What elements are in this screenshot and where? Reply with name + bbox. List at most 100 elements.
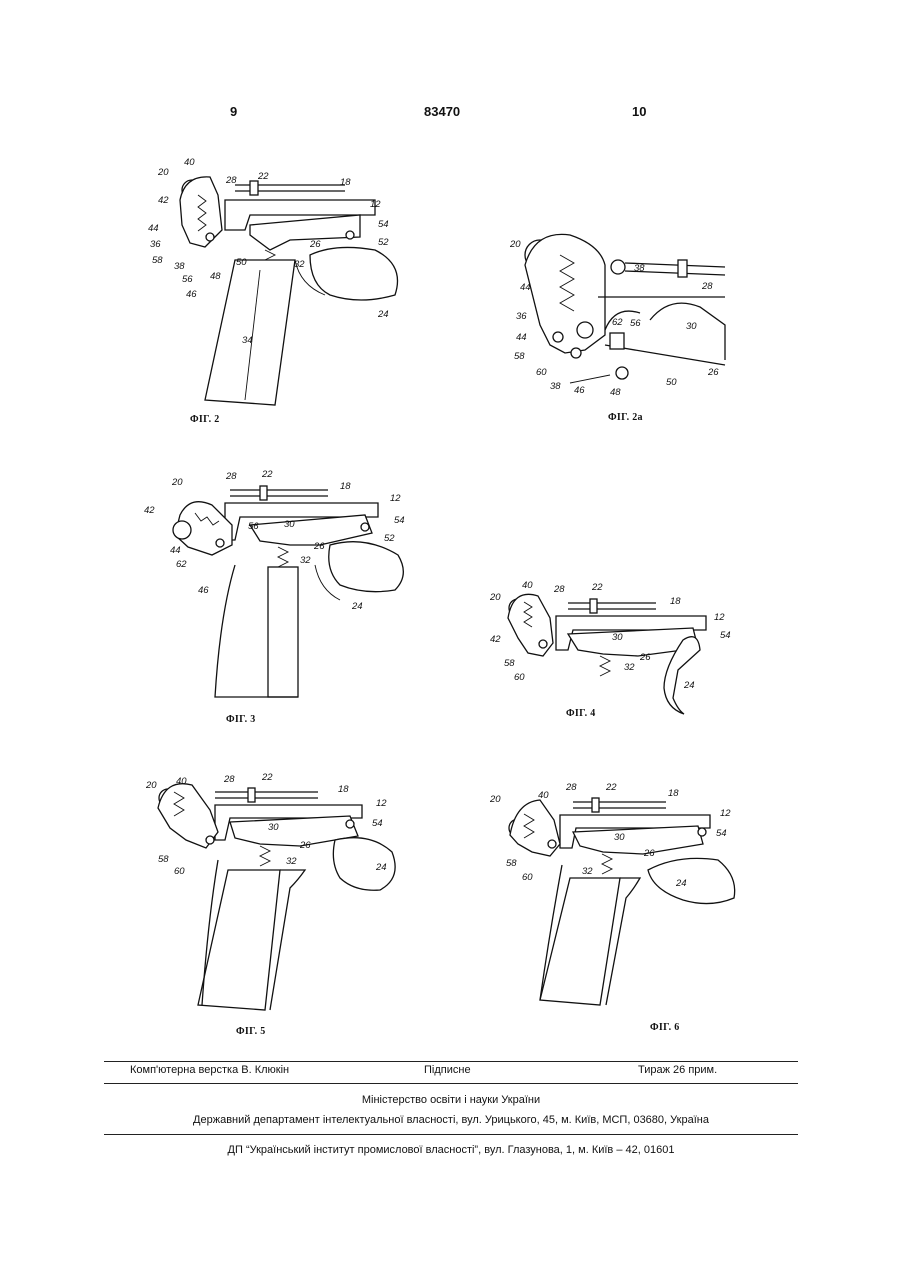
reference-numeral: 20: [171, 477, 183, 488]
circulation-note: Тираж 26 прим.: [638, 1064, 717, 1076]
reference-numeral: 42: [158, 195, 169, 206]
reference-numeral: 30: [612, 632, 623, 643]
subscription-note: Підписне: [424, 1064, 471, 1076]
reference-numeral: 30: [686, 321, 697, 332]
reference-numeral: 22: [261, 469, 273, 480]
reference-numeral: 54: [372, 818, 383, 829]
reference-numeral: 60: [174, 866, 185, 877]
reference-numeral: 52: [384, 533, 395, 544]
reference-numeral: 28: [225, 175, 237, 186]
reference-numeral: 24: [675, 878, 687, 889]
reference-numeral: 48: [610, 387, 621, 398]
department-line: Державний департамент інтелектуальної вл…: [104, 1114, 798, 1126]
reference-numeral: 54: [394, 515, 405, 526]
reference-numeral: 60: [522, 872, 533, 883]
reference-numeral: 58: [504, 658, 515, 669]
reference-numeral: 58: [506, 858, 517, 869]
reference-numeral: 50: [666, 377, 677, 388]
reference-numeral: 38: [634, 263, 645, 274]
reference-numeral: 12: [390, 493, 401, 504]
footer-rule-top: [104, 1061, 798, 1062]
figure-5: 20 40 28 22 18 12 30 54 58 60 26 32 24: [140, 770, 410, 1020]
reference-numeral: 26: [309, 239, 321, 250]
reference-numeral: 24: [375, 862, 387, 873]
reference-numeral: 26: [313, 541, 325, 552]
figure-6-drawing: 20 40 28 22 18 12 30 54 58 60 32 26 24: [488, 780, 748, 1015]
reference-numeral: 12: [376, 798, 387, 809]
reference-numeral: 44: [148, 223, 159, 234]
reference-numeral: 26: [299, 840, 311, 851]
reference-numeral: 52: [378, 237, 389, 248]
reference-numeral: 60: [514, 672, 525, 683]
reference-numeral: 36: [150, 239, 161, 250]
reference-numeral: 46: [186, 289, 197, 300]
reference-numeral: 22: [261, 772, 273, 783]
reference-numeral: 28: [553, 584, 565, 595]
reference-numeral: 54: [720, 630, 731, 641]
reference-numeral: 60: [536, 367, 547, 378]
reference-numeral: 30: [268, 822, 279, 833]
figure-2-drawing: 20 40 42 44 36 58 38 56 46 28 22 18 12 5…: [150, 155, 410, 415]
reference-numeral: 40: [184, 157, 195, 168]
reference-numeral: 44: [520, 282, 531, 293]
reference-numeral: 32: [286, 856, 297, 867]
reference-numeral: 58: [514, 351, 525, 362]
reference-numeral: 32: [582, 866, 593, 877]
reference-numeral: 50: [236, 257, 247, 268]
reference-numeral: 22: [605, 782, 617, 793]
reference-numeral: 62: [176, 559, 187, 570]
footer-rule-middle: [104, 1083, 798, 1084]
reference-numeral: 42: [490, 634, 501, 645]
figure-3-drawing: 20 42 44 62 46 28 22 18 12 54 56 30 26 5…: [140, 465, 420, 705]
reference-numeral: 20: [157, 167, 169, 178]
reference-numeral: 56: [182, 274, 193, 285]
reference-numeral: 20: [489, 794, 501, 805]
reference-numeral: 28: [223, 774, 235, 785]
reference-numeral: 40: [538, 790, 549, 801]
figure-2a-drawing: 20 44 36 44 58 60 38 46 38 28 62 56 30 5…: [510, 225, 740, 405]
footer-rule-bottom: [104, 1134, 798, 1135]
reference-numeral: 24: [683, 680, 695, 691]
reference-numeral: 28: [565, 782, 577, 793]
reference-numeral: 58: [152, 255, 163, 266]
figure-2-caption: ФІГ. 2: [190, 414, 220, 425]
reference-numeral: 28: [701, 281, 713, 292]
reference-numeral: 20: [489, 592, 501, 603]
figure-5-drawing: 20 40 28 22 18 12 30 54 58 60 26 32 24: [140, 770, 410, 1020]
reference-numeral: 46: [574, 385, 585, 396]
reference-numeral: 32: [624, 662, 635, 673]
typesetting-credit: Комп'ютерна верстка В. Клюкін: [130, 1064, 289, 1076]
reference-numeral: 38: [550, 381, 561, 392]
patent-number: 83470: [424, 104, 460, 119]
reference-numeral: 20: [509, 239, 521, 250]
reference-numeral: 56: [630, 318, 641, 329]
reference-numeral: 12: [714, 612, 725, 623]
reference-numeral: 24: [351, 601, 363, 612]
figure-2a: 20 44 36 44 58 60 38 46 38 28 62 56 30 5…: [510, 225, 740, 405]
figure-5-caption: ФІГ. 5: [236, 1026, 266, 1037]
ministry-line: Міністерство освіти і науки України: [104, 1094, 798, 1106]
figure-2: 20 40 42 44 36 58 38 56 46 28 22 18 12 5…: [150, 155, 410, 415]
figure-6-caption: ФІГ. 6: [650, 1022, 680, 1033]
reference-numeral: 30: [284, 519, 295, 530]
reference-numeral: 26: [643, 848, 655, 859]
reference-numeral: 18: [340, 177, 351, 188]
reference-numeral: 18: [668, 788, 679, 799]
reference-numeral: 22: [591, 582, 603, 593]
figure-4: 20 40 42 58 60 28 22 18 12 30 54 26 32 2…: [488, 578, 748, 718]
reference-numeral: 18: [670, 596, 681, 607]
figure-3: 20 42 44 62 46 28 22 18 12 54 56 30 26 5…: [140, 465, 420, 705]
page-number-right: 10: [632, 104, 646, 119]
reference-numeral: 46: [198, 585, 209, 596]
reference-numeral: 38: [174, 261, 185, 272]
reference-numeral: 18: [340, 481, 351, 492]
reference-numeral: 40: [176, 776, 187, 787]
reference-numeral: 56: [248, 521, 259, 532]
reference-numeral: 32: [300, 555, 311, 566]
figure-4-caption: ФІГ. 4: [566, 708, 596, 719]
figure-6: 20 40 28 22 18 12 30 54 58 60 32 26 24: [488, 780, 748, 1015]
reference-numeral: 58: [158, 854, 169, 865]
reference-numeral: 22: [257, 171, 269, 182]
reference-numeral: 12: [720, 808, 731, 819]
reference-numeral: 42: [144, 505, 155, 516]
